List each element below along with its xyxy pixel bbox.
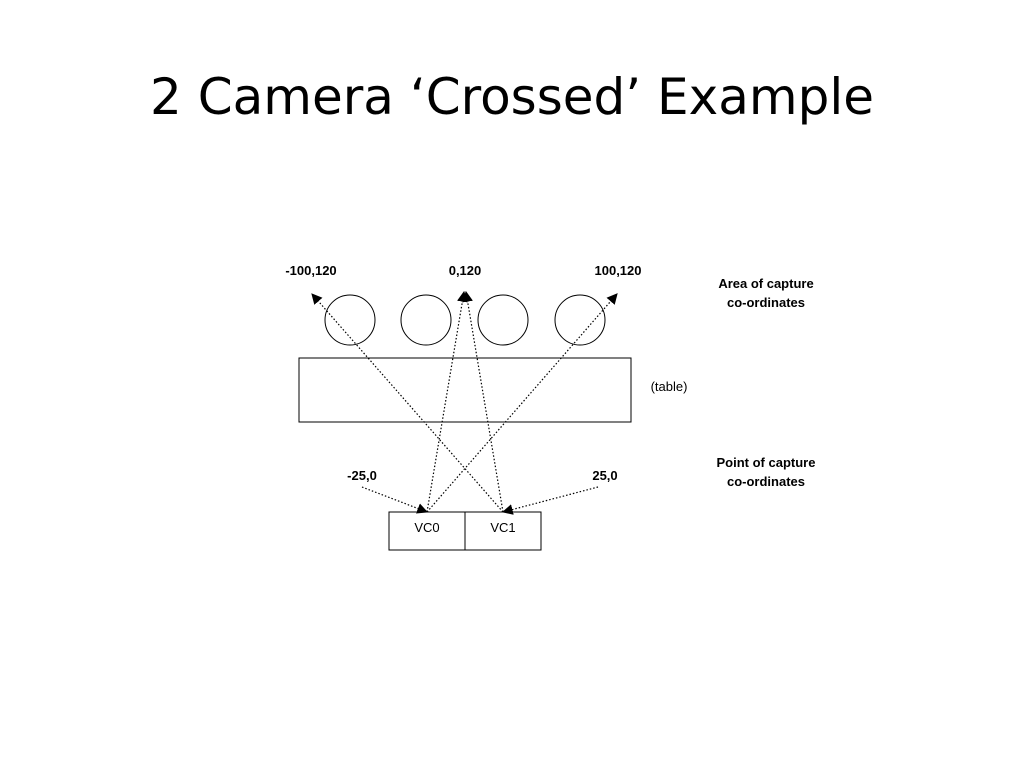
area-coord-center: 0,120 bbox=[449, 263, 482, 278]
participant-circle-3 bbox=[477, 294, 529, 346]
point-coord-left: -25,0 bbox=[347, 468, 377, 483]
vc1-to-center-capture-line bbox=[462, 290, 504, 513]
area-legend-line1: Area of capture bbox=[718, 276, 813, 291]
point-legend-line2: co-ordinates bbox=[727, 474, 805, 489]
vc0-to-right-capture-line bbox=[426, 293, 618, 513]
table-rect bbox=[298, 357, 632, 423]
area-coord-right: 100,120 bbox=[595, 263, 642, 278]
camera-label-vc0: VC0 bbox=[414, 520, 439, 535]
point-left-pointer-line bbox=[361, 486, 429, 514]
point-legend-line1: Point of capture bbox=[717, 455, 816, 470]
participant-circle-4 bbox=[554, 294, 606, 346]
camera-label-vc1: VC1 bbox=[490, 520, 515, 535]
vc0-to-center-capture-line bbox=[426, 290, 468, 513]
area-legend-line2: co-ordinates bbox=[727, 295, 805, 310]
slide-title: 2 Camera ‘Crossed’ Example bbox=[150, 68, 874, 126]
point-right-pointer-line bbox=[501, 486, 599, 515]
table-label: (table) bbox=[651, 379, 688, 394]
participant-circle-1 bbox=[324, 294, 376, 346]
point-coord-right: 25,0 bbox=[592, 468, 617, 483]
vc1-to-left-capture-line bbox=[311, 293, 504, 513]
participant-circle-2 bbox=[400, 294, 452, 346]
area-coord-left: -100,120 bbox=[285, 263, 336, 278]
